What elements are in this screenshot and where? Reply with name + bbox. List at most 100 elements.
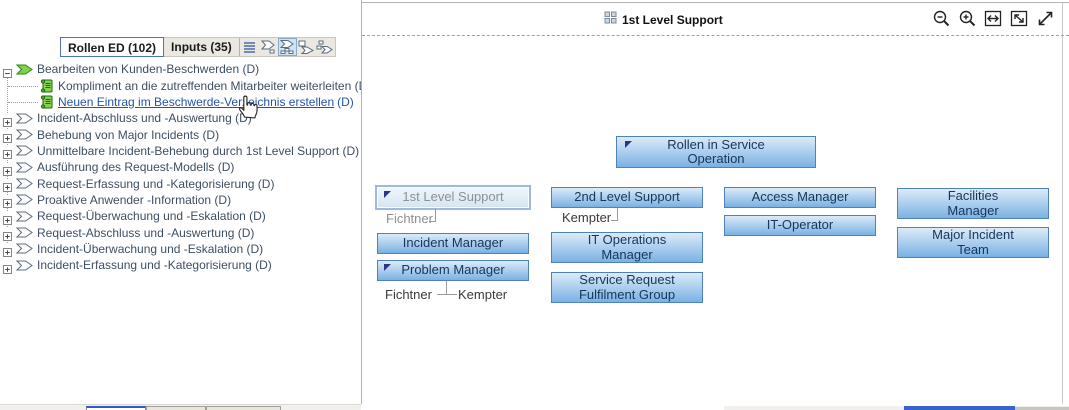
tree-item-request-erfassung[interactable]: Request-Erfassung und -Kategorisierung (…: [0, 175, 361, 193]
view-hierarchy-icon[interactable]: [316, 38, 335, 56]
tree-item-link[interactable]: Neuen Eintrag im Beschwerde-Verzeichnis …: [58, 94, 335, 109]
node-label: Major Incident Team: [932, 227, 1014, 257]
tree-item-bearbeiten[interactable]: Bearbeiten von Kunden-Beschwerden (D): [0, 61, 361, 78]
expand-icon[interactable]: [3, 146, 12, 160]
fit-width-icon[interactable]: [984, 9, 1003, 28]
person-label[interactable]: Kempter: [562, 210, 612, 225]
node-label: IT Operations Manager: [587, 232, 667, 262]
fit-page-icon[interactable]: [1010, 9, 1029, 28]
tree-item-suffix: (D): [337, 94, 354, 109]
collapse-icon[interactable]: [3, 64, 12, 78]
tree-item-label: Proaktive Anwender -Information (D): [37, 192, 232, 207]
scrollbar-track[interactable]: [1015, 407, 1069, 410]
scrollbar-thumb[interactable]: [904, 406, 1015, 410]
diagram-header: 1st Level Support: [362, 3, 1069, 35]
tree-item-label: Kompliment an die zutreffenden Mitarbeit…: [58, 78, 372, 93]
view-level-icon[interactable]: [259, 38, 278, 56]
person-label[interactable]: Fichtner: [386, 211, 433, 226]
scenario-icon: [16, 64, 33, 75]
bottom-tab-active[interactable]: [86, 406, 146, 410]
expand-icon[interactable]: [3, 179, 12, 193]
diagram-canvas[interactable]: Rollen in Service Operation 1st Level Su…: [362, 36, 1069, 405]
expand-icon[interactable]: [3, 162, 12, 176]
tree-item-label: Request-Abschluss und -Auswertung (D): [37, 225, 255, 240]
panel-border: [362, 2, 1069, 3]
node-service-request-fulfilment-group[interactable]: Service Request Fulfilment Group: [551, 272, 703, 303]
tree-item-label: Behebung von Major Incidents (D): [37, 127, 220, 142]
node-label: Service Request Fulfilment Group: [578, 272, 676, 302]
horizontal-scrollbar[interactable]: [724, 406, 1069, 410]
assignment-marker-icon: [625, 141, 632, 148]
bottom-tab[interactable]: [146, 406, 206, 410]
tree-item-incident-ueberwachung[interactable]: Incident-Überwachung und -Eskalation (D): [0, 241, 361, 258]
node-major-incident-team[interactable]: Major Incident Team: [897, 227, 1049, 258]
assignment-marker-icon: [384, 191, 391, 198]
tree-item-neuen-eintrag[interactable]: Neuen Eintrag im Beschwerde-Verzeichnis …: [0, 94, 361, 110]
scenario-outline-icon: [16, 194, 33, 205]
list-icon[interactable]: [240, 38, 259, 56]
scenario-outline-icon: [16, 113, 33, 124]
tree-item-request-ueberwachung[interactable]: Request-Überwachung und -Eskalation (D): [0, 208, 361, 225]
tree-item-proaktive[interactable]: Proaktive Anwender -Information (D): [0, 192, 361, 209]
diagram-title: 1st Level Support: [622, 13, 723, 27]
tree-item-ausfuehrung[interactable]: Ausführung des Request-Modells (D): [0, 159, 361, 176]
zoom-in-icon[interactable]: [958, 9, 977, 28]
assignment-marker-icon: [384, 264, 391, 271]
tree-item-request-abschluss[interactable]: Request-Abschluss und -Auswertung (D): [0, 224, 361, 242]
expand-icon[interactable]: [3, 244, 12, 258]
node-facilities-manager[interactable]: Facilities Manager: [897, 188, 1049, 219]
tab-rollen-ed[interactable]: Rollen ED (102): [60, 37, 165, 57]
node-2nd-level-support[interactable]: 2nd Level Support: [551, 187, 703, 208]
tree-item-incident-erfassung[interactable]: Incident-Erfassung und -Kategorisierung …: [0, 257, 361, 274]
tree-item-label: Bearbeiten von Kunden-Beschwerden (D): [37, 62, 260, 77]
node-problem-manager[interactable]: Problem Manager: [377, 260, 529, 281]
tree-item-kompliment[interactable]: Kompliment an die zutreffenden Mitarbeit…: [0, 77, 371, 93]
zoom-out-icon[interactable]: [932, 9, 951, 28]
scenario-outline-icon: [16, 129, 33, 140]
expand-icon[interactable]: [3, 195, 12, 209]
person-label[interactable]: Kempter: [458, 287, 508, 302]
maximize-icon[interactable]: [1036, 9, 1055, 28]
expand-icon[interactable]: [3, 211, 12, 225]
tree-item-label: Incident-Abschluss und -Auswertung (D): [37, 111, 252, 126]
bottom-tab-strip: [0, 404, 361, 410]
tree-item-incident-abschluss[interactable]: Incident-Abschluss und -Auswertung (D): [0, 110, 361, 127]
node-incident-manager[interactable]: Incident Manager: [377, 233, 529, 254]
tab-inputs[interactable]: Inputs (35): [164, 38, 240, 56]
expand-icon[interactable]: [3, 228, 12, 242]
node-label: Problem Manager: [401, 262, 505, 278]
node-access-manager[interactable]: Access Manager: [724, 187, 876, 208]
view-window-icon[interactable]: [297, 38, 316, 56]
node-1st-level-support[interactable]: 1st Level Support: [375, 185, 531, 210]
tree-item-label: Incident-Überwachung und -Eskalation (D): [37, 241, 264, 256]
scenario-outline-icon: [16, 162, 33, 173]
bottom-tab[interactable]: [206, 406, 281, 410]
node-label: Access Manager: [751, 189, 849, 205]
node-it-operations-manager[interactable]: IT Operations Manager: [551, 232, 703, 263]
model-type-icon: [604, 11, 617, 29]
tree-item-unmittelbare[interactable]: Unmittelbare Incident-Behebung durch 1st…: [0, 143, 361, 160]
scenario-outline-icon: [16, 243, 33, 254]
expand-icon[interactable]: [3, 260, 12, 274]
node-it-operator[interactable]: IT-Operator: [724, 215, 876, 236]
tree-guide-line: [8, 102, 38, 103]
person-label[interactable]: Fichtner: [385, 287, 432, 302]
person-connector: [437, 281, 457, 295]
expand-icon[interactable]: [3, 113, 12, 127]
tree-item-label: Request-Erfassung und -Kategorisierung (…: [37, 176, 275, 191]
expand-icon[interactable]: [3, 130, 12, 144]
node-rollen-in-service-operation[interactable]: Rollen in Service Operation: [616, 136, 816, 168]
node-label: 2nd Level Support: [574, 189, 680, 205]
scenario-outline-icon: [16, 260, 33, 271]
tree-item-label: Ausführung des Request-Modells (D): [37, 160, 235, 175]
view-orgchart-icon[interactable]: [277, 38, 297, 56]
header-separator: [362, 35, 1069, 36]
diagram-panel: 1st Level Support: [362, 0, 1069, 410]
function-icon: [40, 78, 54, 93]
tree-item-behebung-major[interactable]: Behebung von Major Incidents (D): [0, 126, 361, 144]
panel-divider[interactable]: [361, 0, 362, 404]
scenario-outline-icon: [16, 211, 33, 222]
zoom-toolbar: [932, 9, 1055, 28]
person-connector: [611, 208, 618, 221]
